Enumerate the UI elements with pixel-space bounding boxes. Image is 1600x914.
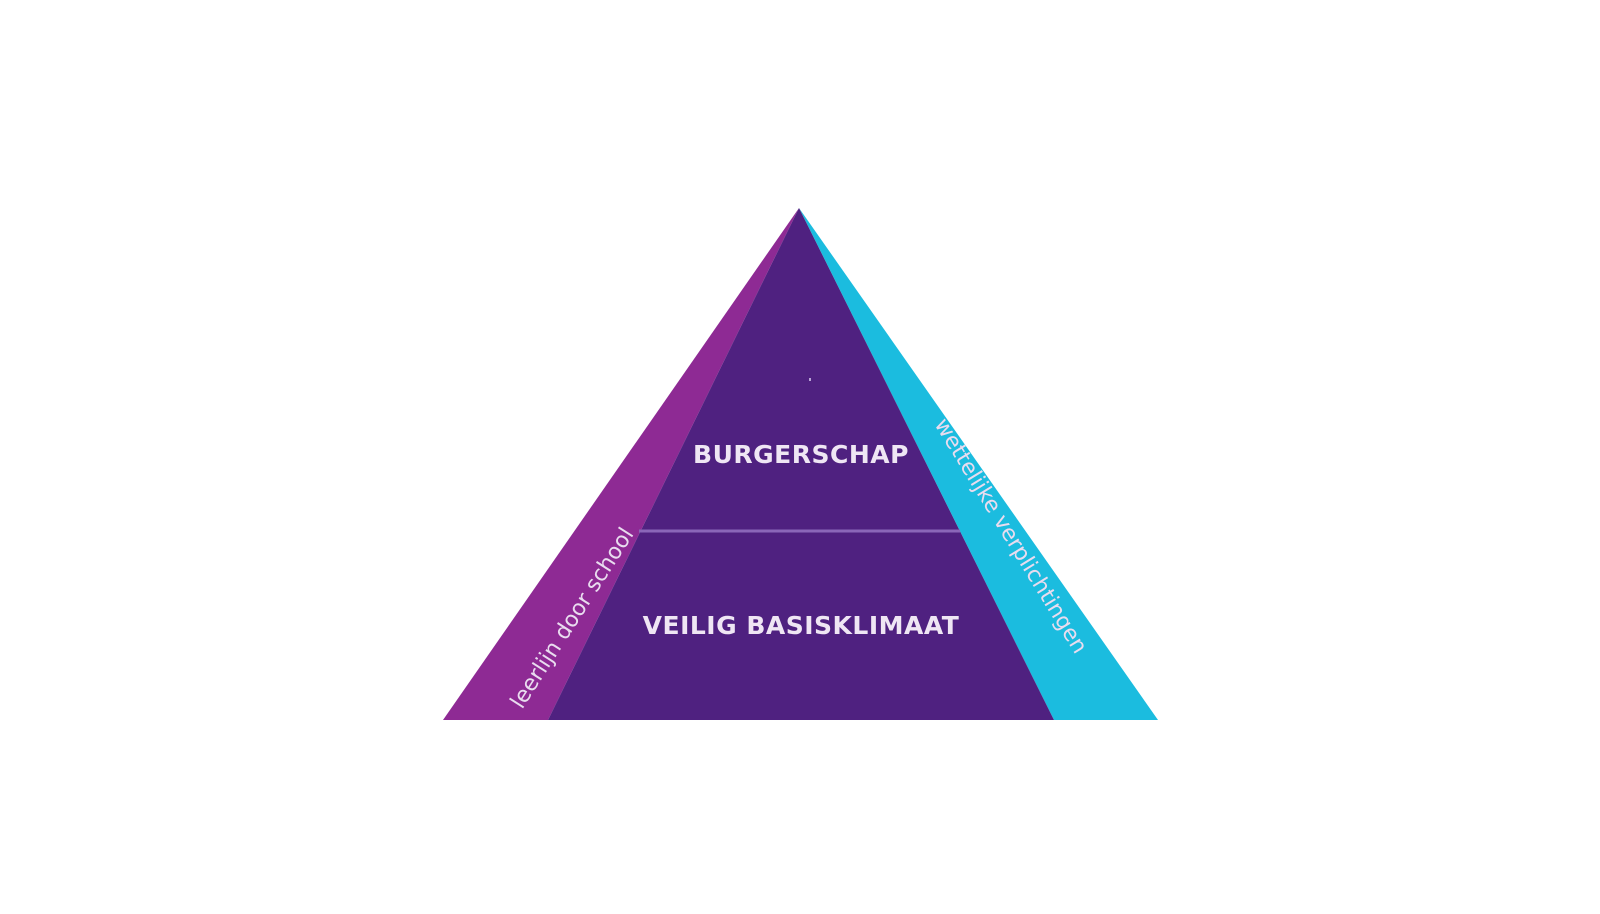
- left-band: [443, 208, 799, 720]
- tier-label-bottom: VEILIG BASISKLIMAAT: [643, 611, 960, 640]
- right-band: [799, 208, 1158, 720]
- pyramid-core: [548, 208, 1054, 720]
- speck: [809, 378, 811, 381]
- tier-label-top: BURGERSCHAP: [693, 440, 909, 469]
